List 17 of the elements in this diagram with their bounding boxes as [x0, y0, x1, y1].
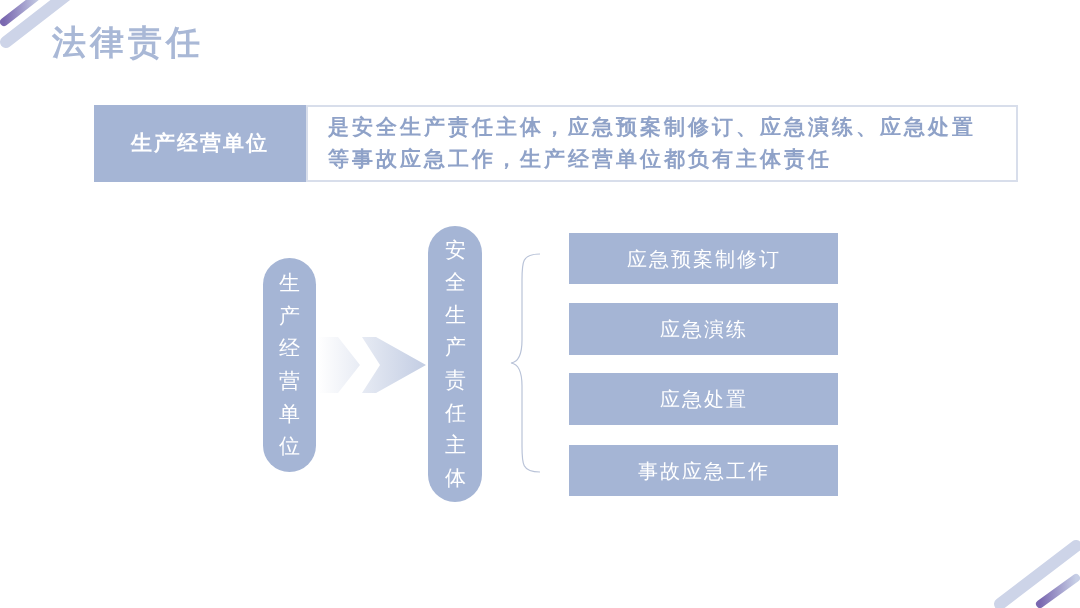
node-text: 事故应急工作	[637, 457, 770, 485]
duty-box	[569, 445, 838, 496]
duty-box	[569, 303, 838, 355]
node-text: 安全生产责任主体	[444, 236, 466, 492]
node-text: 应急预案制修订	[626, 245, 781, 273]
node-text: 应急处置	[659, 386, 748, 413]
duty-box	[569, 233, 838, 284]
node-text: 是安全生产责任主体，应急预案制修订、应急演练、应急处置等事故应急工作，生产经营单位都负有主体责任	[328, 114, 977, 173]
node-text: 应急演练	[659, 316, 748, 343]
responsibility-pill	[428, 226, 482, 502]
node-text: 生产经营单位	[131, 129, 269, 157]
header-cell	[94, 105, 306, 182]
duty-box	[569, 373, 838, 425]
description-cell	[306, 105, 1018, 182]
node-text: 生产经营单位	[279, 270, 300, 461]
entity-pill	[263, 258, 316, 472]
page-title: 法律责任	[52, 21, 204, 64]
